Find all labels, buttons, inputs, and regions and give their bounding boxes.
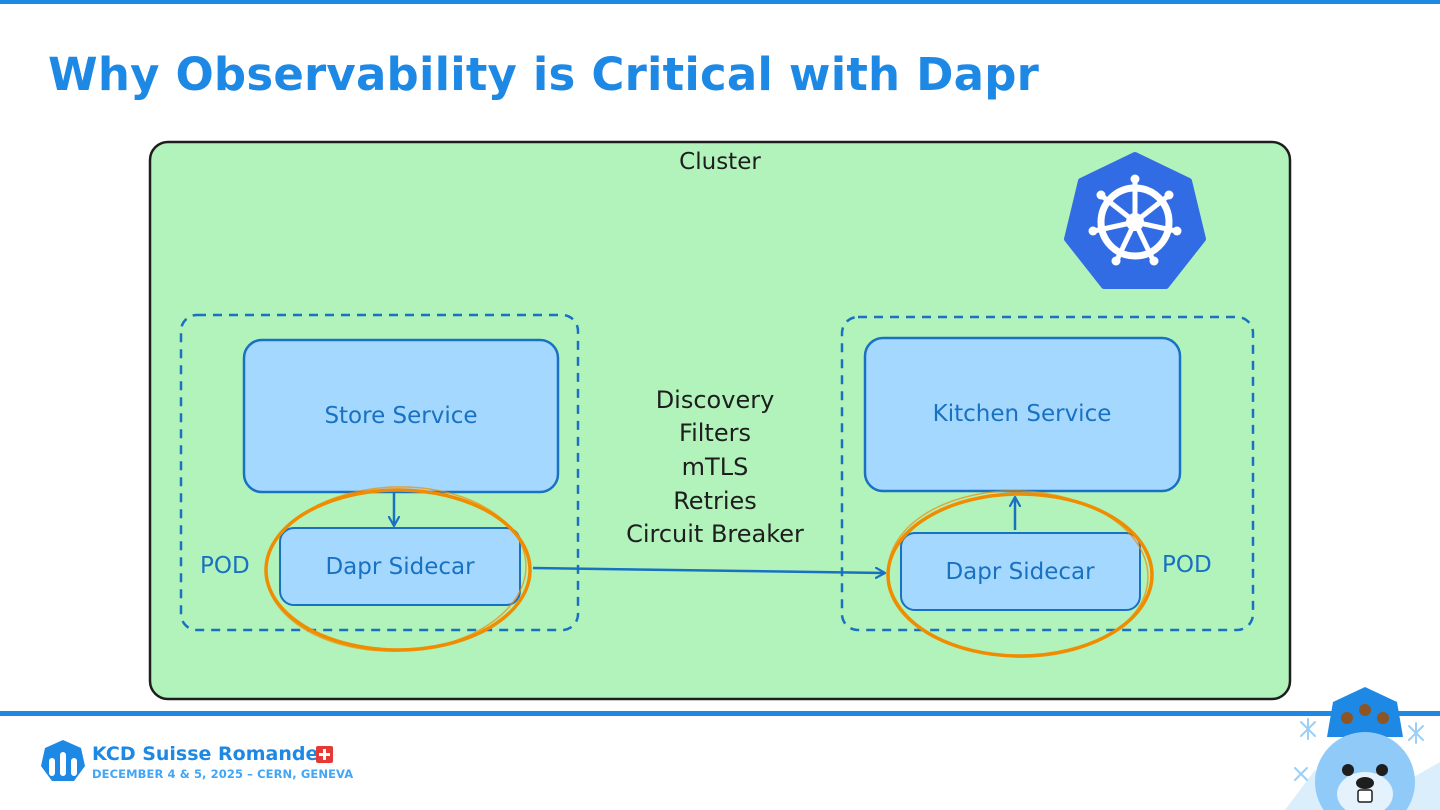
- right-dapr-sidecar-box: [900, 532, 1141, 611]
- slide-title: Why Observability is Critical with Dapr: [48, 48, 1040, 101]
- feature-item: Circuit Breaker: [626, 520, 804, 548]
- left-sidecar-highlight-stroke: [265, 486, 527, 652]
- feature-item: mTLS: [682, 453, 749, 481]
- top-accent-rule: [0, 0, 1440, 4]
- kcd-logo-icon: [41, 740, 85, 781]
- left-dapr-sidecar-box: [279, 527, 521, 606]
- right-sidecar-highlight-stroke: [887, 490, 1149, 658]
- feature-item: Retries: [673, 487, 757, 515]
- store-service-box: [242, 338, 560, 494]
- kitchen-service-label: Kitchen Service: [933, 401, 1112, 427]
- right-dapr-sidecar-label: Dapr Sidecar: [945, 559, 1095, 585]
- left-pod-boundary: [179, 313, 580, 632]
- beaver-mascot-icon: [1285, 687, 1440, 810]
- left-pod-label: POD: [200, 553, 250, 579]
- right-pod-label: POD: [1162, 552, 1212, 578]
- swiss-flag-icon: [316, 746, 333, 763]
- event-date: DECEMBER 4 & 5, 2025 – CERN, GENEVA: [92, 767, 354, 781]
- store-service-label: Store Service: [324, 403, 477, 429]
- footer-rule: [0, 711, 1440, 716]
- sidecar-to-sidecar-arrow: [532, 566, 885, 573]
- kubernetes-helm-icon: [1064, 152, 1206, 289]
- feature-item: Discovery: [656, 386, 775, 414]
- feature-item: Filters: [679, 419, 751, 447]
- cluster-label: Cluster: [679, 149, 761, 175]
- left-dapr-sidecar-label: Dapr Sidecar: [325, 554, 475, 580]
- right-pod-boundary: [840, 315, 1255, 632]
- feature-list: Discovery Filters mTLS Retries Circuit B…: [626, 386, 804, 548]
- event-name: KCD Suisse Romande: [92, 743, 319, 765]
